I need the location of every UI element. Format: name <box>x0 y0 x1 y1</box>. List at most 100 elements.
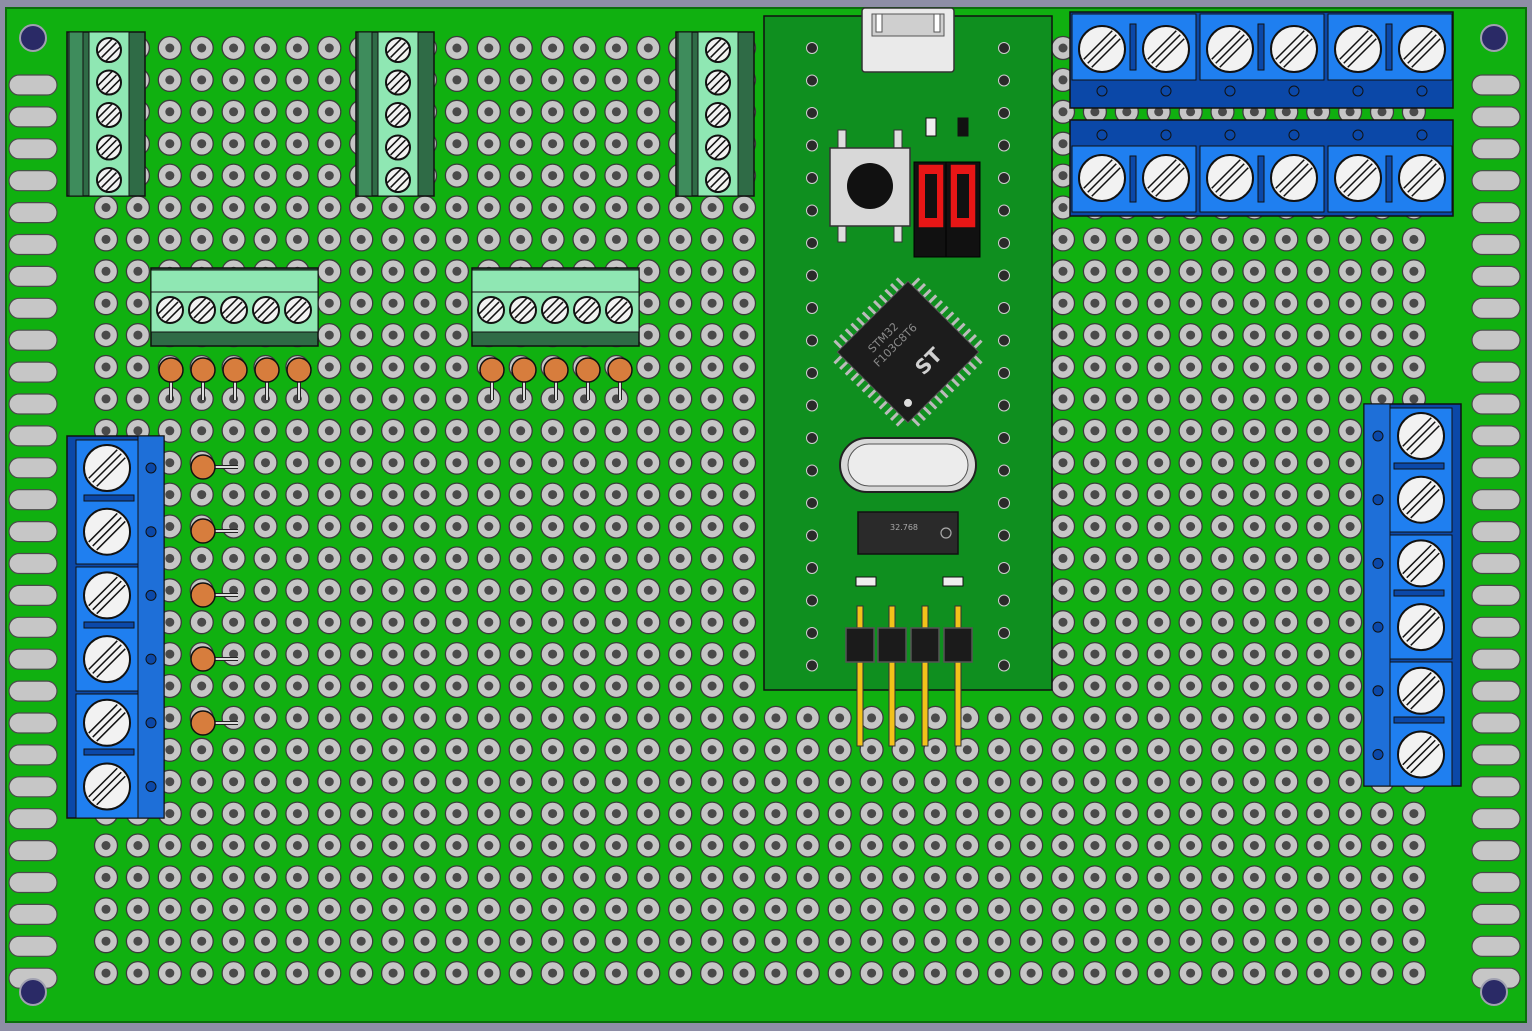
hole-center <box>739 649 749 659</box>
hole-center <box>1090 362 1100 372</box>
hole-center <box>1186 553 1196 563</box>
hole-center <box>835 968 845 978</box>
capacitor-icon <box>190 454 216 480</box>
chip-pin <box>911 417 921 427</box>
capacitor-icon <box>575 357 601 383</box>
header-pad <box>998 497 1010 509</box>
hole-center <box>516 75 526 85</box>
chip-pin <box>867 305 877 315</box>
hole-center <box>452 777 462 787</box>
hole-center <box>165 458 175 468</box>
hole-center <box>1313 107 1323 117</box>
hole-center <box>803 841 813 850</box>
hole-center <box>675 266 685 276</box>
green-terminal-vertical <box>66 31 146 197</box>
hole-center <box>1058 713 1068 723</box>
chip-pin <box>933 300 944 310</box>
hole-center <box>739 426 749 436</box>
hole-center <box>356 968 366 978</box>
hole-center <box>420 649 430 659</box>
hole-center <box>548 713 558 723</box>
edge-pad <box>1471 457 1521 479</box>
hole-center <box>356 266 366 276</box>
hole-center <box>1249 745 1259 755</box>
hole-center <box>675 872 685 882</box>
hole-center <box>1313 362 1323 372</box>
hole-center <box>1249 426 1259 436</box>
screw-slot <box>710 42 726 58</box>
hole-center <box>229 234 239 244</box>
terminal-divider <box>1393 462 1445 470</box>
hole-center <box>707 713 717 723</box>
header-pad <box>998 464 1010 477</box>
hole-center <box>643 904 653 914</box>
terminal-pin <box>1352 129 1364 141</box>
screw-slot <box>390 172 406 188</box>
screw-slot <box>88 767 118 798</box>
hole-center <box>1249 585 1259 595</box>
screw-slot <box>96 775 126 806</box>
hole-center <box>229 426 239 436</box>
chip-pin <box>872 300 883 310</box>
screw-slot <box>1407 163 1437 193</box>
screw-slot <box>1155 167 1185 197</box>
screw-slot <box>1283 167 1313 197</box>
hole-center <box>1345 745 1355 755</box>
edge-pad <box>8 776 58 798</box>
mounting-hole-icon <box>1480 978 1508 1006</box>
hole-center <box>324 585 334 595</box>
hole-center <box>1090 107 1100 117</box>
hole-center <box>1281 362 1291 372</box>
screw-slot <box>289 301 307 319</box>
hole-center <box>165 107 175 117</box>
hole-center <box>324 841 334 850</box>
hole-center <box>1122 426 1132 436</box>
hole-center <box>675 841 685 850</box>
hole-center <box>1154 490 1164 500</box>
hole-center <box>452 426 462 436</box>
hole-center <box>133 330 143 340</box>
hole-center <box>1313 585 1323 595</box>
hole-center <box>803 968 813 978</box>
hole-center <box>1218 777 1227 787</box>
hole-center <box>611 777 621 787</box>
hole-center <box>643 841 653 850</box>
header-pad <box>998 399 1010 412</box>
hole-center <box>101 904 111 914</box>
hole-center <box>675 298 685 308</box>
hole-center <box>611 872 621 882</box>
hole-center <box>420 841 430 850</box>
screw-slot <box>394 46 410 62</box>
hole-center <box>1090 681 1100 691</box>
hole-center <box>324 139 334 149</box>
hole-center <box>452 936 462 946</box>
hole-center <box>1377 394 1387 404</box>
hole-center <box>356 713 366 723</box>
hole-center <box>356 617 366 627</box>
hole-center <box>484 904 494 914</box>
terminal-top <box>150 269 319 293</box>
hole-center <box>1058 553 1068 563</box>
terminal-divider <box>1385 155 1393 203</box>
hole-center <box>1154 904 1164 914</box>
screw-slot <box>546 301 564 319</box>
hole-center <box>388 968 398 978</box>
header-pad <box>998 42 1010 54</box>
hole-center <box>611 458 621 468</box>
hole-center <box>1058 617 1068 627</box>
chip-pin <box>861 311 871 321</box>
screw-slot <box>257 301 275 319</box>
hole-center <box>1249 298 1259 308</box>
terminal-pin <box>1352 85 1364 97</box>
header-pad <box>806 464 818 477</box>
hole-center <box>1058 426 1068 436</box>
screw-slot <box>105 176 121 192</box>
hole-center <box>292 203 302 212</box>
screw-slot <box>1411 167 1441 197</box>
hole-center <box>962 936 972 946</box>
screw-slot <box>101 172 117 188</box>
hole-center <box>899 777 908 787</box>
hole-center <box>1058 107 1068 117</box>
hole-center <box>707 968 717 978</box>
